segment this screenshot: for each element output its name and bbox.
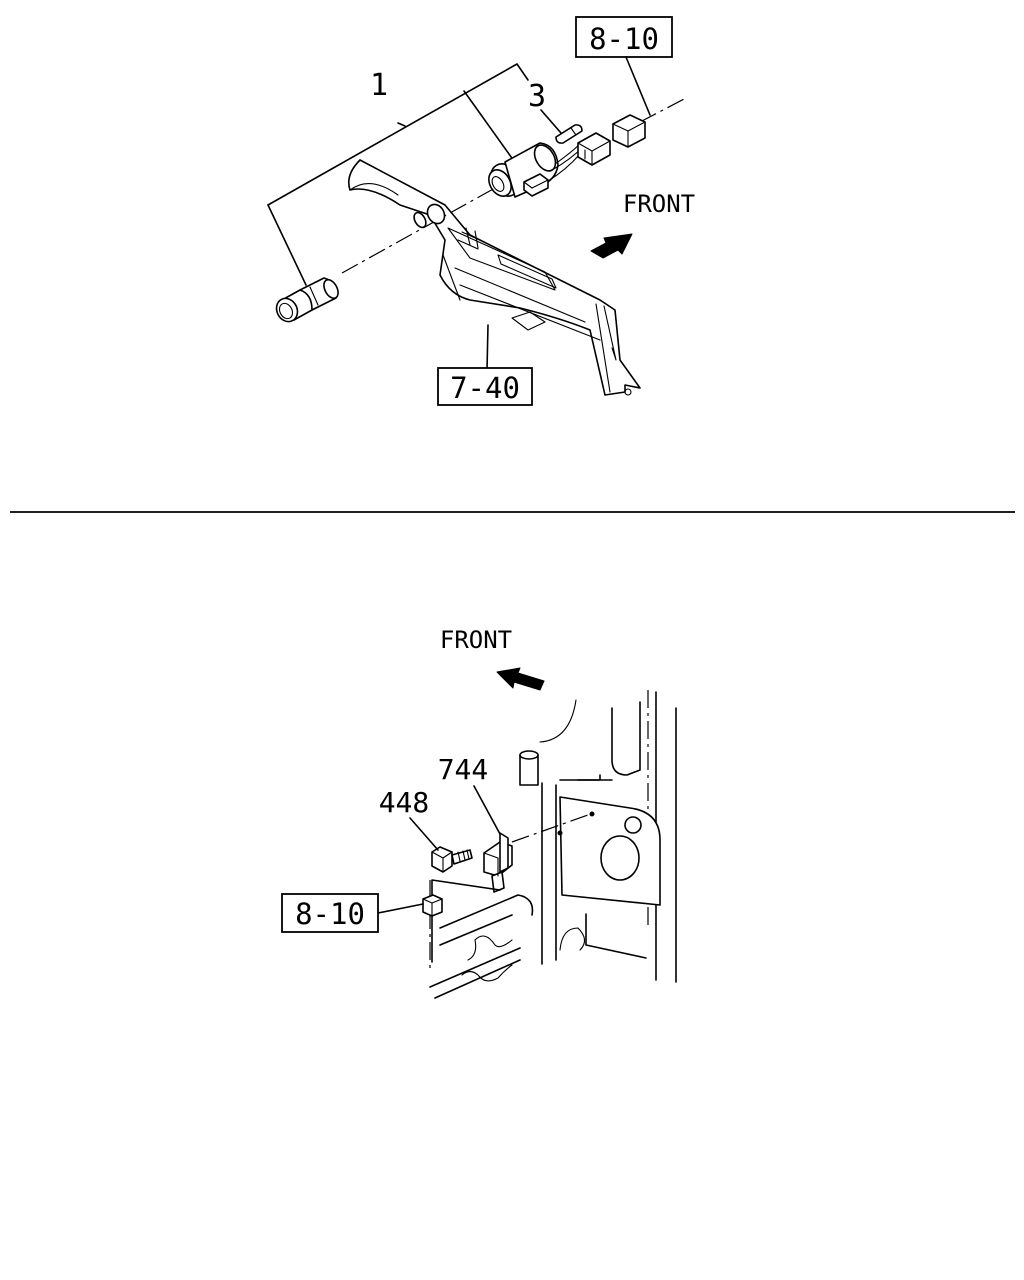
switch-axis	[511, 814, 589, 843]
leader-part-1-to-socket	[463, 90, 515, 162]
callout-part-1: 1	[370, 68, 388, 103]
harness-line-top	[639, 97, 687, 123]
leader-7-40	[486, 324, 489, 371]
leader-bracket-part-1	[267, 63, 529, 206]
bulb-part-3	[555, 124, 583, 144]
leader-8-10-top	[625, 56, 651, 116]
instrument-panel-cluster	[347, 159, 641, 396]
harness-connector-top	[612, 114, 646, 148]
bottom-view: FRONT	[281, 626, 677, 999]
callout-part-448: 448	[379, 786, 430, 819]
leader-part-744	[473, 785, 501, 835]
door-switch-744	[483, 832, 513, 893]
ref-label-8-10-bottom: 8-10	[295, 897, 365, 931]
top-view: 8-10 1 3	[267, 16, 695, 406]
lighter-knob	[275, 277, 339, 323]
ref-box-8-10-top[interactable]: 8-10	[575, 16, 673, 58]
leader-part-448	[409, 817, 439, 851]
wire-loop-bottom	[539, 699, 577, 743]
leader-8-10-bottom	[377, 903, 424, 914]
harness-connector-bottom	[422, 894, 443, 917]
front-arrow-icon-bottom	[496, 667, 545, 691]
leader-part-1-to-knob	[267, 204, 307, 286]
bolt-448	[431, 846, 473, 873]
callout-part-744: 744	[438, 753, 489, 786]
ref-box-8-10-bottom[interactable]: 8-10	[281, 893, 379, 933]
lighter-socket	[488, 132, 611, 198]
lower-panel	[429, 879, 534, 999]
ref-label-7-40: 7-40	[450, 371, 520, 405]
leader-part-3	[540, 109, 562, 134]
front-label-bottom: FRONT	[440, 626, 512, 654]
ref-box-7-40[interactable]: 7-40	[437, 367, 533, 406]
callout-part-3: 3	[528, 79, 546, 114]
mounting-plate	[557, 796, 661, 906]
front-label-top: FRONT	[623, 190, 695, 218]
assembly-axis-top	[341, 187, 496, 274]
ref-label-8-10-top: 8-10	[589, 22, 659, 56]
front-arrow-icon-top	[590, 233, 633, 259]
